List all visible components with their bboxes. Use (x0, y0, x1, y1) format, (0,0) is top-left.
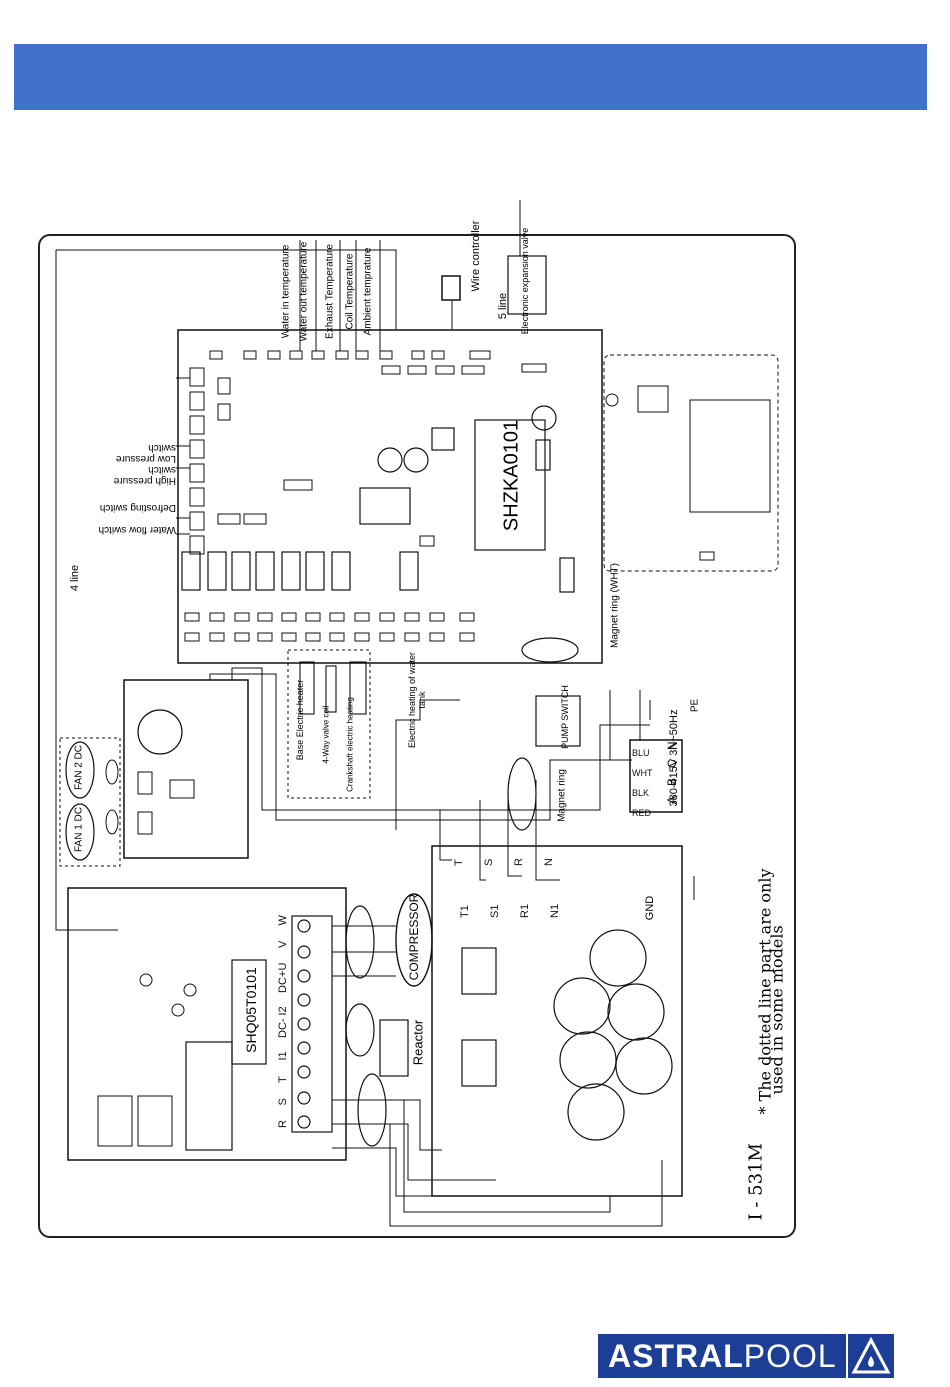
main-control-board (177, 329, 603, 664)
drive-terminal-label: R (277, 1120, 289, 1128)
astralpool-logo: ASTRALPOOL (598, 1334, 894, 1378)
logo-text: ASTRALPOOL (608, 1337, 837, 1374)
header-band (14, 44, 927, 110)
power-terminal-block (629, 739, 683, 813)
wire-color-label: BLK (632, 788, 649, 798)
drive-terminal-label: T (277, 1076, 289, 1083)
drive-terminal-label: DC+ (277, 971, 289, 993)
filter-terminal-label: T (453, 859, 465, 866)
filter-terminal-label: R (513, 858, 525, 866)
drive-terminal-label: V (277, 940, 289, 948)
power-terminal-label: A (665, 796, 679, 804)
eev-box (507, 255, 547, 315)
filter-terminal-label: N1 (549, 904, 561, 918)
wire-color-label: BLU (632, 748, 650, 758)
compressor-drive-board (67, 887, 347, 1161)
compressor-symbol (395, 893, 433, 987)
drive-terminal-label: U (277, 963, 289, 971)
reactor-symbol (379, 1019, 409, 1077)
power-terminal-label: N (665, 741, 679, 750)
wire-controller-box (441, 275, 461, 301)
drive-terminal-label: S (277, 1098, 289, 1105)
wire-color-label: RED (632, 808, 652, 818)
drive-terminal-label: I2 (277, 1006, 289, 1015)
wire-color-label: WHT (632, 768, 653, 778)
drive-terminal-label: W (277, 915, 289, 926)
filter-terminal-label: S1 (489, 905, 501, 918)
pump-switch-block (535, 695, 581, 747)
wiring-diagram-frame (38, 234, 796, 1238)
filter-terminal-label: T1 (459, 905, 471, 918)
filter-board (431, 845, 683, 1197)
power-terminal-label: C (665, 759, 679, 768)
filter-terminal-label: N (543, 858, 555, 866)
fan-driver-board (123, 679, 249, 859)
optional-wire-controller-inset (603, 354, 779, 572)
drive-terminal-label: I1 (277, 1051, 289, 1060)
filter-terminal-label: R1 (519, 904, 531, 918)
logo-mark-icon (846, 1334, 894, 1378)
drive-terminal-label: DC- (277, 1018, 289, 1038)
filter-terminal-label: S (483, 859, 495, 866)
power-terminal-label: B (665, 778, 679, 786)
